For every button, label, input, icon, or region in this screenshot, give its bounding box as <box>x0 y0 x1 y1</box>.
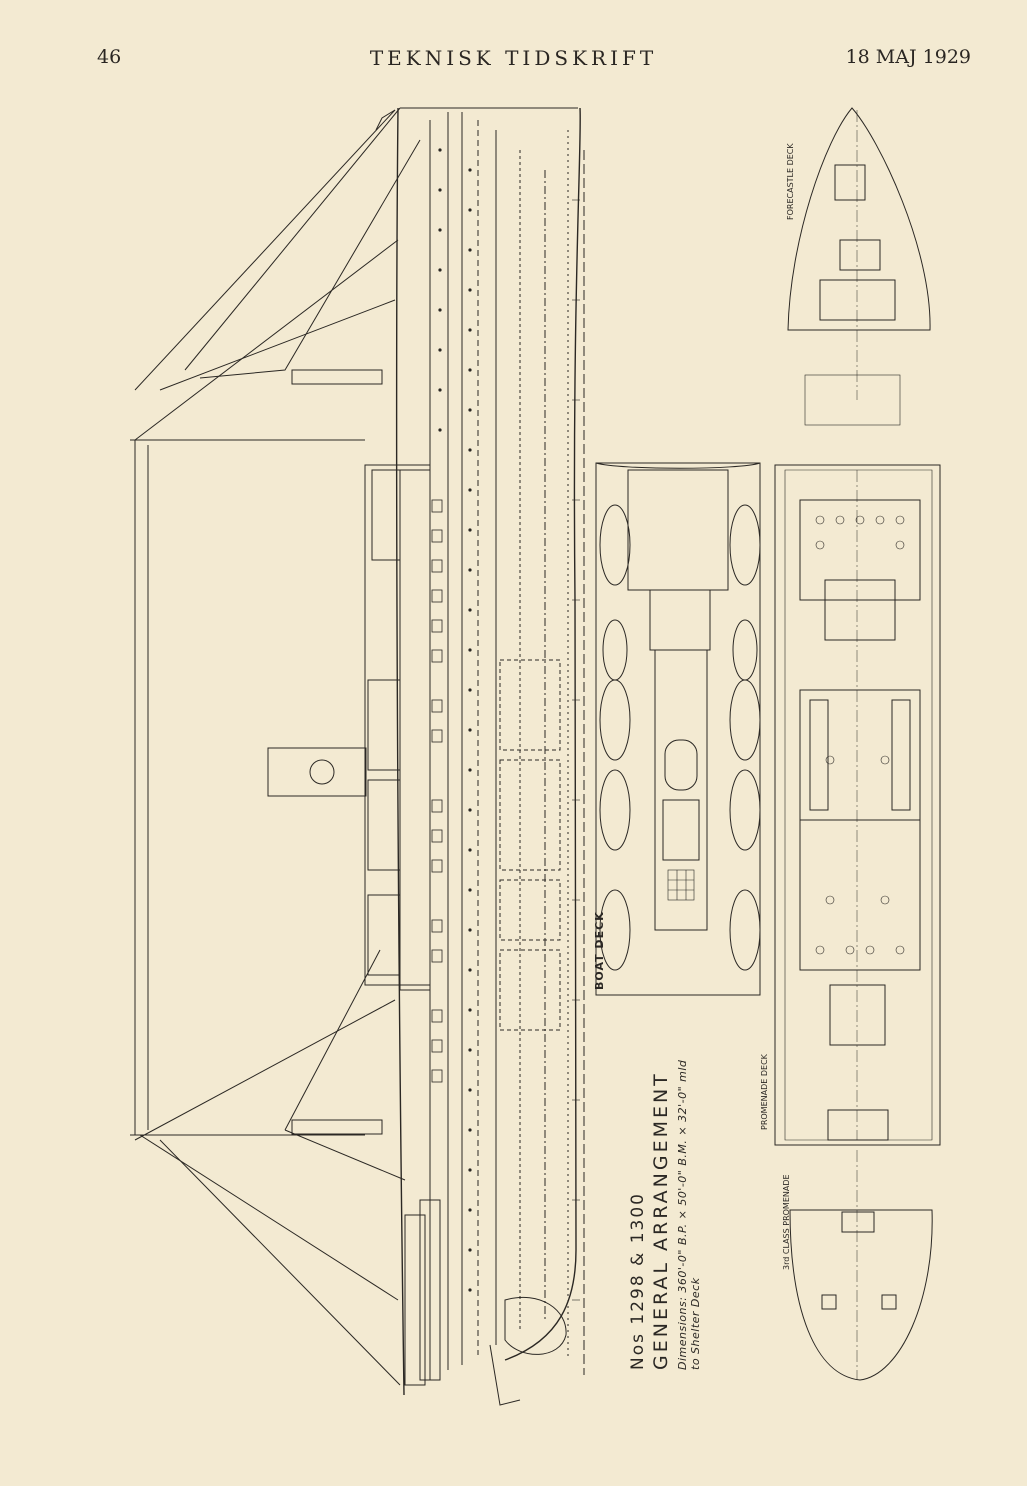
journal-title: TEKNISK TIDSKRIFT <box>369 46 658 70</box>
caption-block: Nos 1298 & 1300 GENERAL ARRANGEMENT Dime… <box>620 1050 710 1370</box>
caption-ship-numbers: Nos 1298 & 1300 <box>628 1192 648 1370</box>
forecastle-deck-label: FORECASTLE DECK <box>786 143 795 220</box>
promenade-deck-plan <box>774 464 941 1146</box>
aft-deck-plan <box>789 1150 933 1381</box>
caption-dimensions: Dimensions: 360'-0" B.P. × 50'-0" B.M. ×… <box>676 1059 702 1370</box>
boat-deck-label: BOAT DECK <box>593 911 606 990</box>
issue-date: 18 MAJ 1929 <box>845 46 971 68</box>
caption-title: GENERAL ARRANGEMENT <box>650 1071 672 1370</box>
forecastle-plan <box>787 107 931 426</box>
promenade-deck-label: PROMENADE DECK <box>760 1054 769 1130</box>
aft-promenade-label: 3rd CLASS PROMENADE <box>782 1174 791 1270</box>
page-header: 46 TEKNISK TIDSKRIFT 18 MAJ 1929 <box>0 42 1027 76</box>
ship-profile <box>130 107 585 1406</box>
page-number: 46 <box>97 46 122 68</box>
boat-deck-plan <box>595 462 761 996</box>
